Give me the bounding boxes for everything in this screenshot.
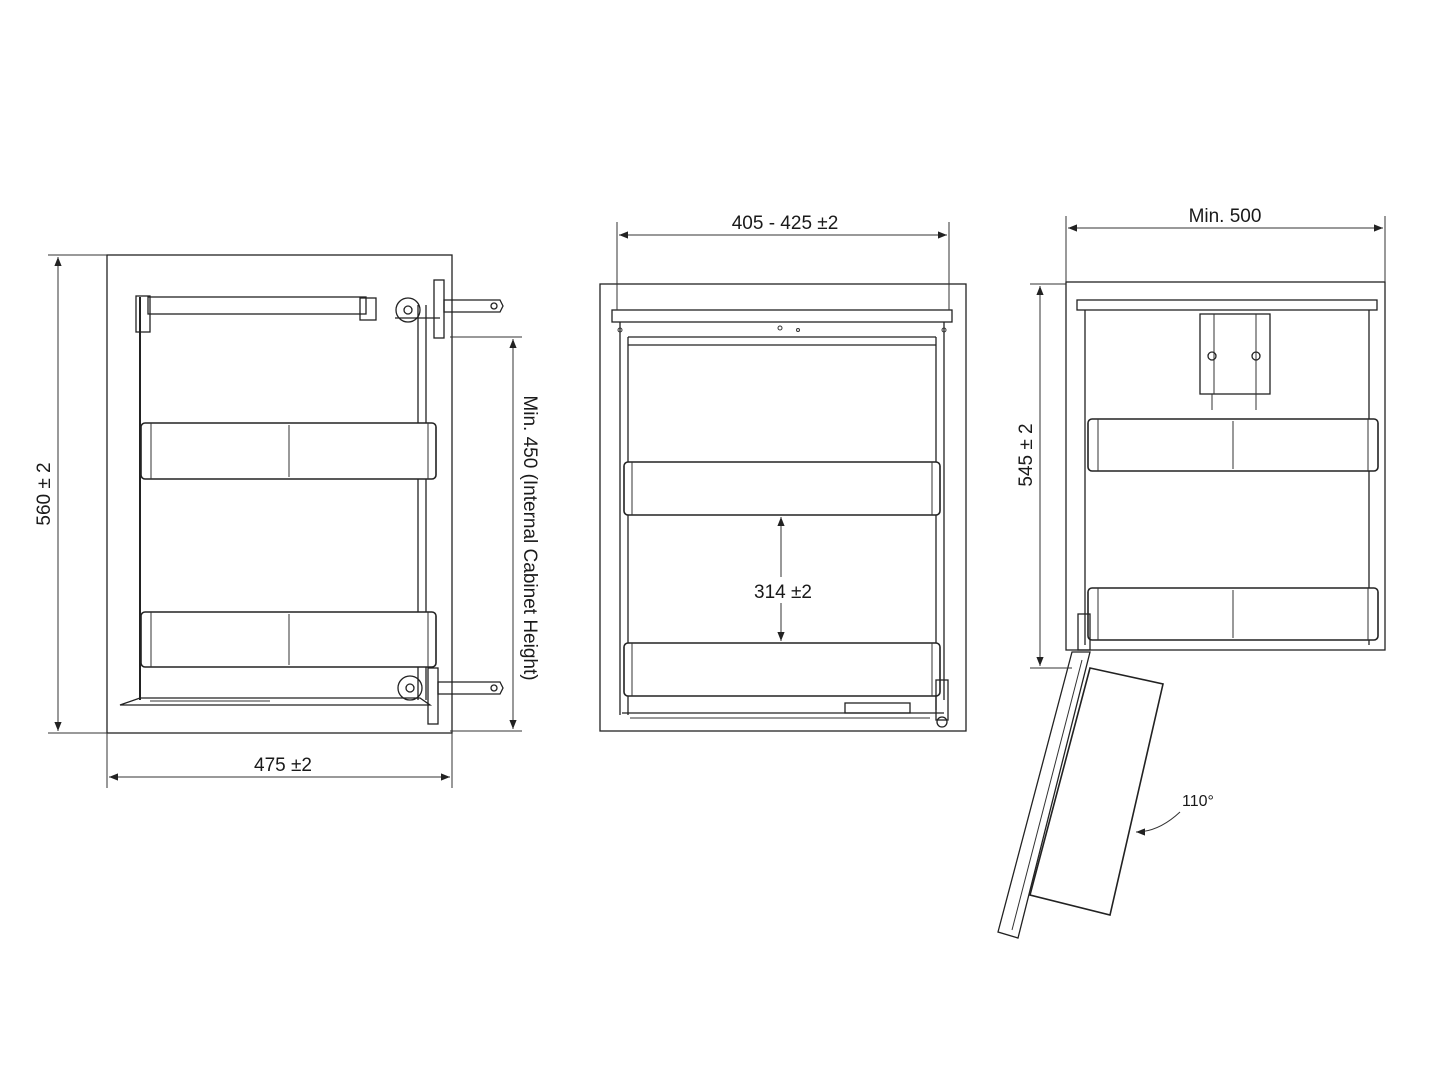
front-cabinet-outline: [599, 283, 967, 732]
side-height-label: 560 ± 2: [34, 462, 55, 525]
side-cabinet-outline: [106, 254, 453, 734]
open-height-label: 545 ± 2: [1016, 423, 1037, 486]
side-cabinet-height-label: Min. 450 (Internal Cabinet Height): [519, 395, 540, 680]
side-bottom-pivot: [397, 675, 423, 701]
open-door-panel: [997, 651, 1091, 939]
side-view: 475 ±2 560 ± 2 Min. 450 (Internal Cabine…: [34, 254, 540, 788]
open-cabinet-outline: [1065, 281, 1386, 651]
side-top-arm: [147, 296, 367, 315]
side-bottom-rail: [119, 697, 433, 706]
side-width-label: 475 ±2: [254, 755, 312, 776]
open-angle-arrow: [1135, 811, 1181, 836]
front-slide-mechanism: [844, 702, 911, 714]
front-spacing-label: 314 ±2: [754, 582, 812, 603]
open-angle-label: 110°: [1182, 793, 1214, 810]
open-width-label: Min. 500: [1189, 206, 1262, 227]
side-bottom-bracket: [437, 681, 504, 695]
front-basket-lower: [623, 642, 941, 697]
side-top-pivot: [395, 297, 421, 323]
open-mounting-plate: [1199, 313, 1271, 395]
side-top-bracket: [443, 299, 504, 313]
front-view: 405 - 425 ±2 314 ±2: [599, 213, 967, 732]
front-basket-upper: [623, 461, 941, 516]
front-top-rail: [611, 309, 953, 323]
open-door-basket: [1029, 667, 1164, 916]
front-width-label: 405 - 425 ±2: [732, 213, 839, 234]
open-view: 110° Min. 500 545 ± 2: [997, 206, 1386, 939]
open-top-rail: [1076, 299, 1378, 311]
